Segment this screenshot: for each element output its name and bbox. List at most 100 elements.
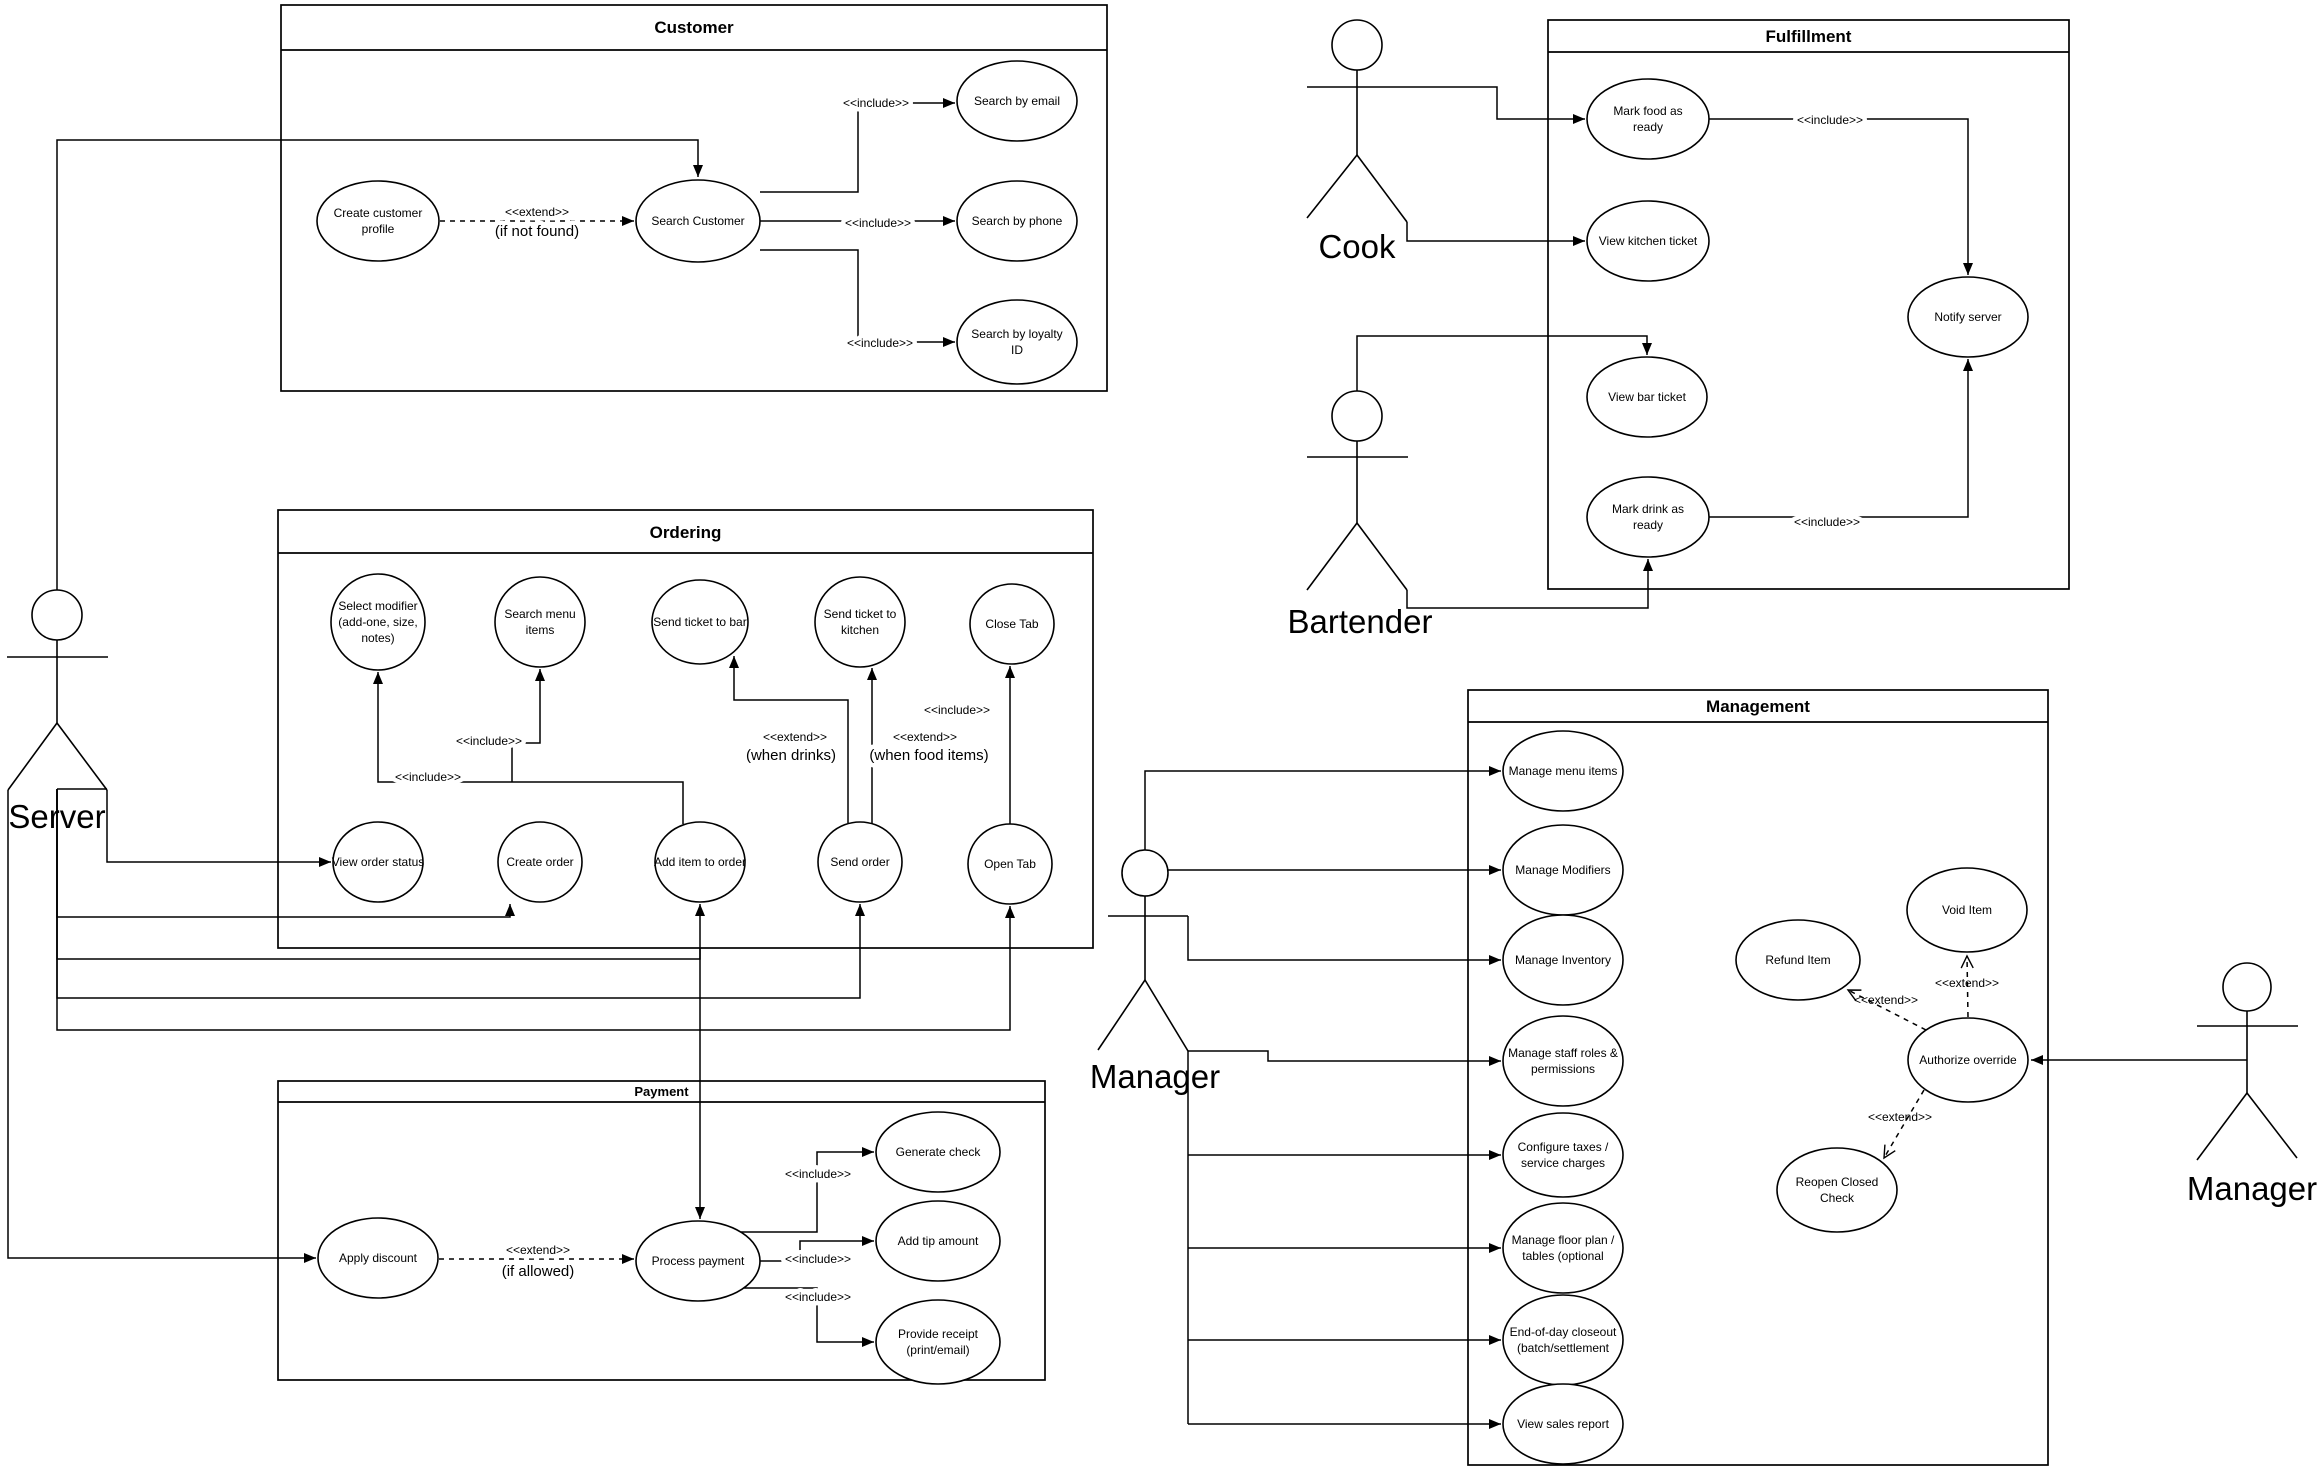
actor-bartender-head [1331, 390, 1383, 442]
configure-taxes-label-line-1: service charges [1521, 1156, 1605, 1170]
extend-sendorder-bar-connector [729, 656, 849, 823]
include-markfood-notify-connector [1709, 118, 1973, 275]
open-tab: Open Tab [967, 823, 1053, 905]
manage-floor-plan-label: Manage floor plan /tables (optional [1512, 1233, 1615, 1263]
end-of-day-closeout: End-of-day closeout(batch/settlement [1502, 1294, 1624, 1386]
label-include-email: <<include>> [843, 96, 909, 110]
configure-taxes-label: Configure taxes /service charges [1518, 1140, 1609, 1170]
generate-check-shape [875, 1111, 1001, 1193]
management-boundary-title: Management [1706, 697, 1810, 716]
view-order-status-label: View order status [332, 855, 425, 869]
void-item-label: Void Item [1942, 903, 1992, 917]
apply-discount: Apply discount [317, 1217, 439, 1299]
label-extend-reopen: <<extend>> [1868, 1110, 1932, 1124]
server-to-view-order-status-connector [106, 790, 331, 867]
label-include-phone: <<include>> [845, 216, 911, 230]
send-ticket-to-kitchen-label-line-0: Send ticket to [824, 607, 897, 621]
label-include-markfood: <<include>> [1797, 113, 1863, 127]
add-tip-amount-label: Add tip amount [898, 1234, 979, 1248]
bartender-to-view-bar-connector [1356, 335, 1652, 392]
actor-manager-right: Manager [2187, 962, 2317, 1207]
close-tab-label: Close Tab [985, 617, 1038, 631]
reopen-closed-check-label-line-1: Check [1820, 1191, 1855, 1205]
mark-drink-as-ready-label: Mark drink as ready [1612, 502, 1684, 532]
label-include-generate: <<include>> [785, 1167, 851, 1181]
apply-discount-label: Apply discount [339, 1251, 418, 1265]
actor-cook-limb-3 [1356, 154, 1408, 223]
authorize-override-shape [1907, 1017, 2029, 1103]
search-by-phone-label: Search by phone [972, 214, 1063, 228]
authorize-override: Authorize override [1907, 1017, 2029, 1103]
reopen-closed-check-label-line-0: Reopen Closed [1796, 1175, 1879, 1189]
actor-manager-right-limb-3 [2246, 1092, 2298, 1159]
mark-food-as-ready-shape [1586, 78, 1710, 160]
search-by-loyalty-id-shape [956, 299, 1078, 385]
mark-drink-as-ready-shape [1586, 476, 1710, 558]
create-order-label: Create order [506, 855, 573, 869]
open-tab-label: Open Tab [984, 857, 1036, 871]
void-item: Void Item [1906, 867, 2028, 953]
search-customer: Search Customer [635, 179, 761, 263]
label-extend-when-food-1: <<extend>> [893, 730, 957, 744]
mark-drink-as-ready-label-line-0: Mark drink as [1612, 502, 1684, 516]
label-include-receipt: <<include>> [785, 1290, 851, 1304]
search-by-email-shape [956, 60, 1078, 142]
mark-drink-as-ready-label-line-1: ready [1633, 518, 1663, 532]
bartender-to-mark-drink-connector [1406, 559, 1653, 609]
mark-food-as-ready-label-line-0: Mark food as [1613, 104, 1682, 118]
notify-server-label: Notify server [1934, 310, 2001, 324]
select-modifier-label-line-1: (add-one, size, [338, 615, 417, 629]
label-include-searchmenu: <<include>> [456, 734, 522, 748]
provide-receipt-label-line-1: (print/email) [906, 1343, 969, 1357]
label-include-markdrink: <<include>> [1794, 515, 1860, 529]
manage-floor-plan-label-line-1: tables (optional [1522, 1249, 1603, 1263]
provide-receipt-shape [875, 1299, 1001, 1385]
label-include-tip: <<include>> [785, 1252, 851, 1266]
view-kitchen-ticket-shape [1586, 200, 1710, 282]
notify-server: Notify server [1907, 276, 2029, 358]
void-item-shape [1906, 867, 2028, 953]
actor-manager-right-head [2222, 962, 2272, 1012]
actor-manager-mid-head [1121, 849, 1169, 897]
search-by-loyalty-id-label-line-1: ID [1011, 343, 1023, 357]
label-extend-if-not-found-2: (if not found) [495, 223, 579, 240]
customer-boundary-title: Customer [654, 18, 734, 37]
close-tab-shape [969, 583, 1055, 665]
manage-staff-roles-label-line-0: Manage staff roles & [1508, 1046, 1618, 1060]
add-tip-amount: Add tip amount [875, 1200, 1001, 1282]
send-order: Send order [817, 821, 903, 903]
refund-item-shape [1735, 919, 1861, 1001]
refund-item-label: Refund Item [1765, 953, 1830, 967]
provide-receipt-label: Provide receipt (print/email) [898, 1327, 979, 1357]
actor-server: Server [7, 589, 108, 835]
label-extend-refund: <<extend>> [1854, 993, 1918, 1007]
end-of-day-closeout-shape [1502, 1294, 1624, 1386]
add-item-to-order-shape [654, 821, 746, 903]
select-modifier: Select modifier(add-one, size,notes) [330, 573, 426, 671]
actor-cook-limb-2 [1306, 154, 1358, 219]
label-include-closetab: <<include>> [924, 703, 990, 717]
provide-receipt-label-line-0: Provide receipt [898, 1327, 979, 1341]
end-of-day-closeout-label: End-of-day closeout(batch/settlement [1510, 1325, 1617, 1355]
add-tip-amount-shape [875, 1200, 1001, 1282]
label-extend-void: <<extend>> [1935, 976, 1999, 990]
manage-staff-roles-label: Manage staff roles &permissions [1508, 1046, 1618, 1076]
select-modifier-label: Select modifier(add-one, size,notes) [338, 599, 417, 645]
manage-inventory-label: Manage Inventory [1515, 953, 1611, 967]
search-menu-items-shape [494, 576, 586, 668]
notify-server-shape [1907, 276, 2029, 358]
manage-floor-plan: Manage floor plan /tables (optional [1502, 1202, 1624, 1294]
actor-server-limb-3 [56, 722, 108, 791]
manager-to-menu-items-connector [1144, 766, 1501, 850]
search-by-email: Search by email [956, 60, 1078, 142]
manage-menu-items-shape [1502, 730, 1624, 812]
include-payment-generate-connector [741, 1147, 874, 1233]
actor-cook: Cook [1306, 19, 1408, 265]
